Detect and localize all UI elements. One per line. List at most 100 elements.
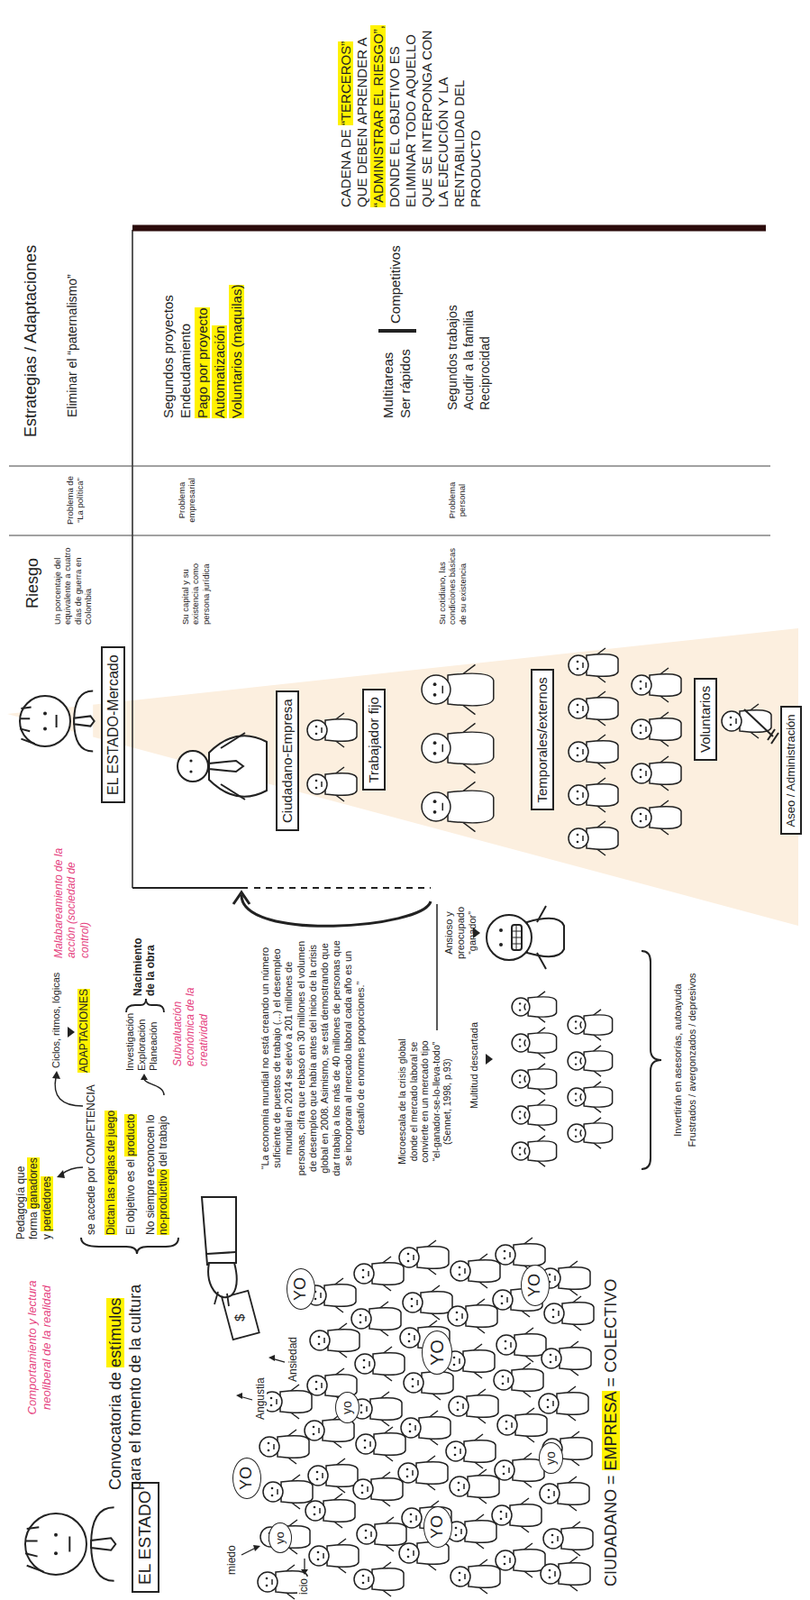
figure-body (649, 762, 682, 785)
person-figure (400, 1410, 451, 1445)
figure-mouth (580, 1092, 582, 1100)
figure-body (556, 1392, 589, 1415)
figure-mouth (645, 682, 647, 688)
figure-body (464, 1439, 496, 1463)
figure-mouth (368, 1360, 371, 1366)
broom-bristles (767, 728, 779, 744)
figure-body (514, 1333, 547, 1357)
highlighted-text: perdedores (40, 1175, 54, 1231)
figure-mouth (323, 1337, 326, 1343)
person-figure (355, 1426, 406, 1461)
text-group: Comportamiento y lectura neoliberal de l… (25, 1265, 54, 1429)
head (25, 1512, 87, 1575)
figure-mouth (417, 1379, 419, 1385)
figure-mouth (442, 802, 445, 811)
figure-body (281, 1480, 313, 1503)
figure-eye (433, 692, 437, 697)
figure-eye (362, 1268, 365, 1272)
figure-eye (729, 716, 733, 719)
official-figure (25, 1506, 116, 1581)
figure-head (568, 741, 589, 762)
label-text: Multitareas (380, 352, 396, 419)
figure-head (307, 719, 328, 740)
text-group: icio (297, 1575, 310, 1596)
figure-eye (317, 1557, 320, 1561)
figure-head (353, 1478, 374, 1499)
figure-eye (518, 1001, 521, 1004)
figure-eye (410, 1297, 414, 1301)
label-text: QUE DEBEN APRENDER A (354, 37, 370, 208)
figure-mouth (318, 1427, 320, 1433)
person-figure (260, 1519, 310, 1554)
node-text: YO (236, 1465, 257, 1490)
figure-body (586, 827, 619, 850)
figure-eye (574, 1098, 577, 1101)
figure-head (543, 1528, 564, 1548)
figure-body (326, 1464, 358, 1487)
figure-eye (364, 1438, 367, 1442)
figure-head (567, 1087, 586, 1106)
figure-head (539, 1483, 560, 1503)
figure-eye (314, 1297, 318, 1301)
figure-eye (407, 1252, 410, 1256)
brace (126, 998, 164, 1012)
figure-body (465, 1304, 498, 1328)
mouth (68, 1536, 71, 1552)
figure-body (447, 731, 494, 765)
arrow-line (61, 1166, 83, 1175)
figure-head (445, 1440, 466, 1461)
figure-head (177, 750, 209, 782)
figure-head (421, 791, 451, 821)
figure-eye (189, 758, 192, 762)
figure-eye (518, 1080, 521, 1083)
person-figure (421, 781, 494, 831)
label-text: miedo (225, 1542, 238, 1576)
figure-mouth (505, 1511, 508, 1518)
label-text: Su capital y su existencia como persona … (180, 563, 211, 625)
figure-mouth (321, 1472, 324, 1478)
figure-head (304, 1419, 325, 1440)
label-text: Ansioso y preocupado “ganador” (443, 906, 478, 959)
figure-body (586, 697, 619, 720)
label-text: Ser rápidos (397, 348, 413, 419)
label-text: $ (231, 1313, 247, 1321)
arrow-head (140, 1073, 148, 1080)
figure-eye (455, 1318, 459, 1321)
figure-mouth (412, 1254, 415, 1260)
label-text: Problema personal (446, 482, 467, 519)
figure-eye (639, 687, 643, 691)
separator-bar (378, 328, 417, 333)
text-group: Problema de “La política” (64, 469, 86, 531)
node-text: yo (543, 1450, 559, 1465)
figure-head (631, 763, 652, 783)
figure-head (568, 828, 589, 848)
person-figure (449, 1468, 500, 1503)
label-text: Angustia (254, 1374, 267, 1421)
label-text: Comportamiento y lectura neoliberal de l… (25, 1280, 54, 1415)
figure-eye (574, 1134, 577, 1137)
node-text: yo (273, 1530, 288, 1544)
speech-bubble: YO (423, 1505, 453, 1548)
label-box: Trabajador fijo (362, 688, 386, 791)
figure-mouth (460, 1528, 463, 1534)
figure-mouth (411, 1469, 414, 1475)
figure-mouth (319, 1292, 322, 1298)
figure-mouth (367, 1270, 370, 1276)
figure-eye (552, 1308, 556, 1311)
text-group: Endeudamiento (177, 323, 194, 419)
person-figure (568, 691, 619, 726)
label-text: Endeudamiento (177, 323, 193, 419)
figure-eye (499, 942, 503, 947)
figure-eye (576, 840, 580, 844)
text-group: Multitud descartada (468, 1021, 481, 1109)
figure-mouth (508, 1466, 510, 1473)
figure-eye (505, 1427, 509, 1430)
node-text: EL ESTADO (135, 1489, 156, 1584)
figure-eye (547, 1495, 551, 1499)
figure-body (417, 1246, 449, 1269)
speech-bubble: YO (520, 1264, 550, 1306)
figure-eye (312, 1432, 316, 1436)
label-box: EL ESTADO-Mercado (100, 646, 126, 803)
figure-mouth (271, 1578, 274, 1584)
node-text: yo (339, 1400, 355, 1414)
